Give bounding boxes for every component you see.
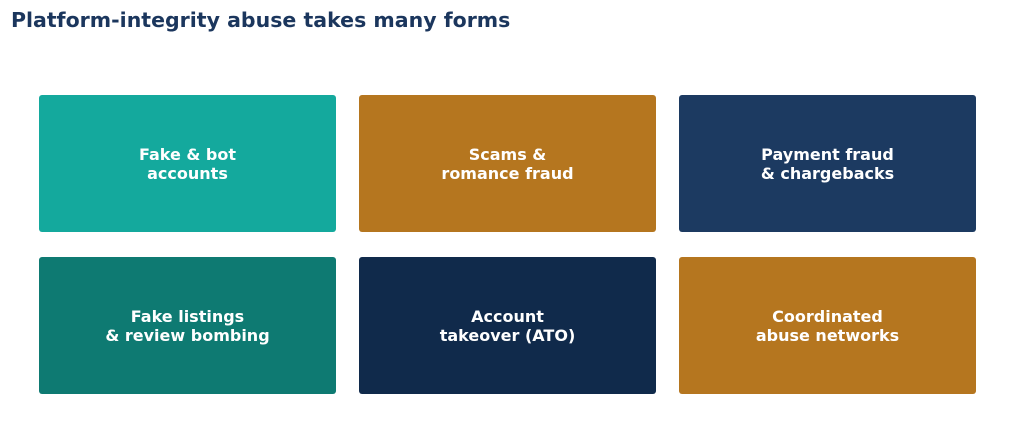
card-payment-fraud-chargebacks: Payment fraud & chargebacks bbox=[679, 95, 976, 232]
card-account-takeover: Account takeover (ATO) bbox=[359, 257, 656, 394]
card-label: Coordinated abuse networks bbox=[755, 306, 900, 345]
card-label: Payment fraud & chargebacks bbox=[760, 144, 895, 183]
card-fake-listings-review-bombing: Fake listings & review bombing bbox=[39, 257, 336, 394]
page-title: Platform-integrity abuse takes many form… bbox=[11, 8, 511, 32]
card-label: Fake listings & review bombing bbox=[105, 306, 270, 345]
abuse-forms-grid: Fake & bot accounts Scams & romance frau… bbox=[39, 95, 976, 394]
card-scams-romance-fraud: Scams & romance fraud bbox=[359, 95, 656, 232]
card-coordinated-abuse-networks: Coordinated abuse networks bbox=[679, 257, 976, 394]
card-fake-bot-accounts: Fake & bot accounts bbox=[39, 95, 336, 232]
card-label: Account takeover (ATO) bbox=[439, 306, 576, 345]
card-label: Fake & bot accounts bbox=[138, 144, 237, 183]
card-label: Scams & romance fraud bbox=[441, 144, 574, 183]
